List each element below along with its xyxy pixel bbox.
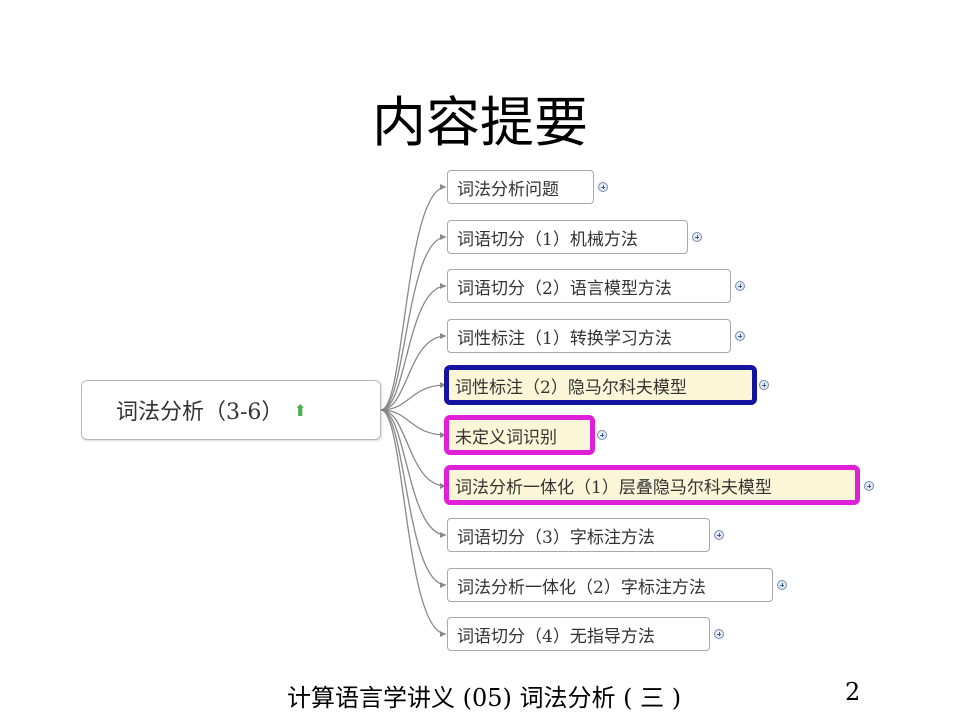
mindmap-node-1[interactable]: 词法分析问题 <box>447 170 594 204</box>
mindmap-node-7-highlighted[interactable]: 词法分析一体化（1）层叠隐马尔科夫模型 <box>444 465 860 505</box>
connector-2 <box>380 236 447 411</box>
connector-6 <box>380 409 447 436</box>
expand-plus-icon[interactable] <box>735 331 745 341</box>
expand-plus-icon[interactable] <box>692 232 702 242</box>
node-label: 未定义词识别 <box>455 427 557 448</box>
page-number: 2 <box>845 678 861 706</box>
expand-plus-icon[interactable] <box>864 481 874 491</box>
expand-plus-icon[interactable] <box>759 380 769 390</box>
node-label: 词语切分（1）机械方法 <box>457 229 638 250</box>
expand-plus-icon[interactable] <box>598 182 608 192</box>
node-label: 词法分析一体化（1）层叠隐马尔科夫模型 <box>455 477 772 498</box>
connector-8 <box>380 409 447 536</box>
node-label: 词语切分（3）字标注方法 <box>457 527 655 548</box>
mindmap-node-8[interactable]: 词语切分（3）字标注方法 <box>447 518 710 552</box>
mindmap-node-3[interactable]: 词语切分（2）语言模型方法 <box>447 269 731 303</box>
connector-3 <box>380 285 447 411</box>
node-label: 词性标注（2）隐马尔科夫模型 <box>455 377 687 398</box>
expand-plus-icon[interactable] <box>714 629 724 639</box>
slide-footer: 计算语言学讲义 (05) 词法分析 ( 三 ) <box>287 684 682 712</box>
expand-plus-icon[interactable] <box>597 430 607 440</box>
connector-9 <box>380 409 447 586</box>
connector-10 <box>380 409 447 635</box>
node-label: 词语切分（2）语言模型方法 <box>457 278 672 299</box>
mindmap-node-2[interactable]: 词语切分（1）机械方法 <box>447 220 688 254</box>
green-up-arrow-icon[interactable]: ⬆ <box>293 400 307 420</box>
expand-plus-icon[interactable] <box>735 281 745 291</box>
mindmap-node-9[interactable]: 词法分析一体化（2）字标注方法 <box>447 568 773 602</box>
connector-7 <box>380 409 447 487</box>
root-node-label: 词法分析（3-6） <box>116 400 284 425</box>
mindmap-node-10[interactable]: 词语切分（4）无指导方法 <box>447 617 710 651</box>
connector-5 <box>380 384 447 411</box>
mindmap-node-4[interactable]: 词性标注（1）转换学习方法 <box>447 319 731 353</box>
mindmap-node-5-highlighted[interactable]: 词性标注（2）隐马尔科夫模型 <box>444 365 757 405</box>
connector-4 <box>380 335 447 411</box>
slide-title: 内容提要 <box>372 91 588 154</box>
mindmap-node-6-highlighted[interactable]: 未定义词识别 <box>444 415 595 455</box>
connector-1 <box>380 186 447 411</box>
node-label: 词语切分（4）无指导方法 <box>457 626 655 647</box>
expand-plus-icon[interactable] <box>777 580 787 590</box>
node-label: 词性标注（1）转换学习方法 <box>457 328 672 349</box>
expand-plus-icon[interactable] <box>714 530 724 540</box>
mindmap-root-node[interactable]: 词法分析（3-6） ⬆ <box>81 380 381 440</box>
node-label: 词法分析一体化（2）字标注方法 <box>457 577 706 598</box>
node-label: 词法分析问题 <box>457 179 559 200</box>
